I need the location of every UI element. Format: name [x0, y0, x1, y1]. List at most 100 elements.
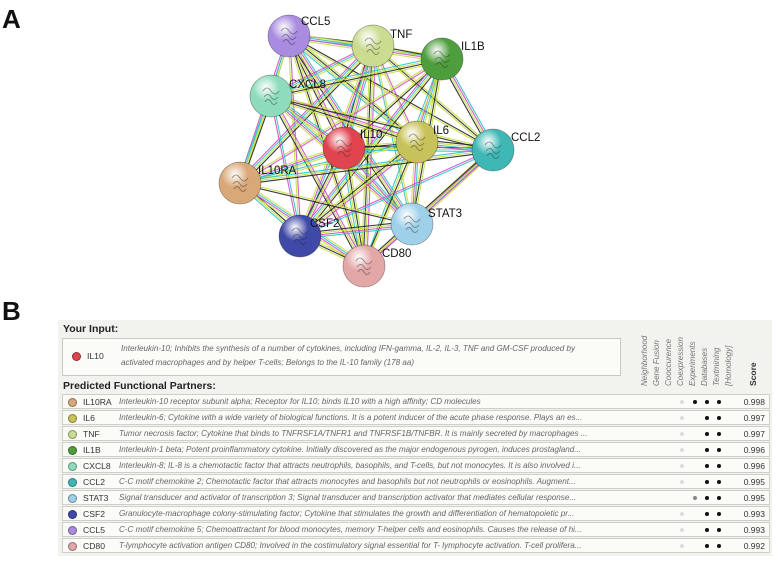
node-tnf[interactable]: TNF	[351, 24, 412, 68]
node-cxcl8[interactable]: CXCL8	[249, 74, 326, 118]
partner-gene-name[interactable]: IL6	[83, 413, 95, 423]
edge-tnf-il10ra[interactable]	[238, 44, 373, 183]
protein-color-dot	[68, 414, 77, 423]
edge-cxcl8-il6[interactable]	[270, 98, 417, 146]
edge-ccl2-cd80[interactable]	[362, 148, 493, 266]
edge-ccl2-csf2[interactable]	[299, 148, 493, 236]
node-circle[interactable]	[395, 120, 439, 164]
node-il10[interactable]: IL10	[322, 126, 382, 170]
node-il1b[interactable]: IL1B	[420, 37, 485, 81]
edge-ccl2-il10ra[interactable]	[240, 151, 494, 186]
node-circle[interactable]	[249, 74, 293, 118]
edge-il6-csf2[interactable]	[297, 139, 416, 235]
input-protein-box[interactable]: IL10 Interleukin-10; Inhibits the synthe…	[62, 338, 621, 376]
column-header-neighborhood[interactable]: Neighborhood	[640, 335, 649, 386]
edge-il6-csf2[interactable]	[300, 142, 418, 238]
column-header-score[interactable]: Score	[748, 362, 758, 386]
partner-row[interactable]: TNF Tumor necrosis factor; Cytokine that …	[62, 426, 770, 441]
edge-ccl5-il6[interactable]	[290, 33, 420, 141]
edge-il1b-cxcl8[interactable]	[270, 57, 442, 96]
edge-ccl5-ccl2[interactable]	[289, 34, 494, 150]
edge-ccl2-il10ra[interactable]	[239, 149, 494, 184]
node-ccl5[interactable]: CCL5	[267, 14, 330, 58]
edge-ccl5-ccl2[interactable]	[288, 36, 493, 152]
edge-il6-csf2[interactable]	[299, 140, 417, 236]
partner-gene-name[interactable]: IL10RA	[83, 397, 112, 407]
column-header-experiments[interactable]: Experiments	[688, 341, 697, 386]
partner-gene-name[interactable]: CSF2	[83, 509, 105, 519]
edge-il1b-cxcl8[interactable]	[270, 55, 442, 94]
edge-tnf-il10ra[interactable]	[241, 47, 376, 186]
node-circle[interactable]	[267, 14, 311, 58]
node-il6[interactable]: IL6	[395, 120, 449, 164]
edge-il1b-csf2[interactable]	[297, 56, 441, 235]
protein-structure-icon	[484, 141, 502, 159]
node-csf2[interactable]: CSF2	[278, 214, 339, 258]
node-cd80[interactable]: CD80	[342, 244, 411, 288]
node-il10ra[interactable]: IL10RA	[218, 161, 297, 205]
partner-gene-name[interactable]: CXCL8	[83, 461, 111, 471]
partner-description: Tumor necrosis factor; Cytokine that bin…	[119, 429, 588, 438]
edge-il1b-cxcl8[interactable]	[271, 61, 443, 100]
edge-il1b-csf2[interactable]	[301, 60, 445, 239]
edge-il10ra-stat3[interactable]	[240, 181, 413, 224]
node-circle[interactable]	[342, 244, 386, 288]
edge-cxcl8-ccl2[interactable]	[270, 96, 493, 152]
edge-il1b-il10ra[interactable]	[240, 59, 443, 185]
edge-cxcl8-ccl2[interactable]	[271, 94, 494, 150]
edge-cxcl8-cd80[interactable]	[272, 94, 367, 266]
node-circle[interactable]	[420, 37, 464, 81]
edge-ccl5-csf2[interactable]	[287, 36, 300, 237]
edge-cxcl8-csf2[interactable]	[269, 96, 300, 237]
node-circle[interactable]	[278, 214, 322, 258]
input-gene-name[interactable]: IL10	[87, 351, 104, 361]
partner-gene-name[interactable]: IL1B	[83, 445, 101, 455]
column-header-databases[interactable]: Databases	[700, 347, 709, 386]
node-ccl2[interactable]: CCL2	[471, 128, 540, 172]
edge-cxcl8-cd80[interactable]	[270, 95, 365, 267]
edge-ccl5-il6[interactable]	[289, 34, 418, 142]
edge-ccl2-il10ra[interactable]	[239, 147, 493, 182]
node-circle[interactable]	[322, 126, 366, 170]
node-circle[interactable]	[351, 24, 395, 68]
string-results-panel: Your Input: IL10 Interleukin-10; Inhibit…	[58, 320, 772, 556]
edge-cxcl8-il6[interactable]	[270, 96, 417, 144]
edge-il1b-il10[interactable]	[343, 57, 442, 148]
evidence-dot-coexp	[680, 528, 684, 532]
partner-gene-name[interactable]: TNF	[83, 429, 100, 439]
edge-cxcl8-cd80[interactable]	[268, 96, 363, 268]
node-circle[interactable]	[390, 202, 434, 246]
evidence-dot-text	[717, 448, 721, 452]
edge-il6-cd80[interactable]	[362, 141, 417, 266]
edge-il1b-cxcl8[interactable]	[271, 59, 443, 98]
edge-il10ra-stat3[interactable]	[239, 183, 412, 226]
column-header-homology[interactable]: [Homology]	[724, 345, 733, 386]
edge-tnf-ccl2[interactable]	[373, 44, 495, 150]
node-circle[interactable]	[218, 161, 262, 205]
column-header-genefusion[interactable]: Gene Fusion	[652, 340, 661, 386]
node-circle[interactable]	[471, 128, 515, 172]
partner-gene-name[interactable]: CD80	[83, 541, 105, 551]
edge-ccl2-csf2[interactable]	[300, 150, 494, 238]
partner-gene-name[interactable]: STAT3	[83, 493, 109, 503]
edge-tnf-il10ra[interactable]	[237, 43, 372, 182]
node-stat3[interactable]: STAT3	[390, 202, 462, 246]
edge-il6-csf2[interactable]	[301, 143, 420, 239]
edge-cxcl8-csf2[interactable]	[271, 95, 302, 236]
partner-score: 0.996	[743, 445, 765, 455]
partner-gene-name[interactable]: CCL2	[83, 477, 105, 487]
column-header-textmining[interactable]: Textmining	[712, 347, 721, 386]
partner-gene-name[interactable]: CCL5	[83, 525, 105, 535]
column-header-cooccurence[interactable]: Cooccurence	[664, 338, 673, 386]
column-header-coexpression[interactable]: Coexpression	[676, 337, 685, 386]
edge-tnf-il10ra[interactable]	[240, 46, 375, 185]
